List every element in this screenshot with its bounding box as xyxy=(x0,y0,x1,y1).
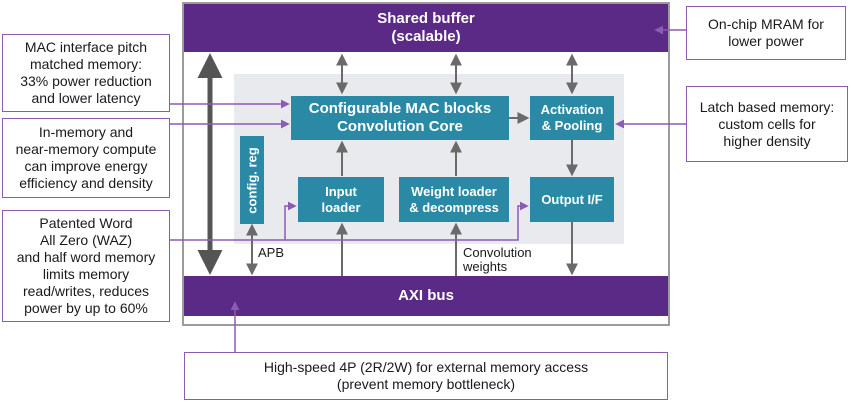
callout-latch-line: custom cells for xyxy=(718,115,816,132)
shared-buffer-subtitle: (scalable) xyxy=(391,28,461,45)
callout-waz-line: read/writes, reduces xyxy=(22,283,150,299)
conv-weights-label-1: Convolution xyxy=(463,245,532,260)
axi-bus-block: AXI bus xyxy=(184,276,668,316)
output-if-label: Output I/F xyxy=(541,192,603,207)
callout-high-speed: High-speed 4P (2R/2W) for external memor… xyxy=(184,352,668,400)
mac-blocks-title: Configurable MAC blocks xyxy=(308,100,492,117)
weight-loader-title: Weight loader xyxy=(411,183,497,199)
connector-waz-input xyxy=(170,201,297,241)
callout-mac-interface-line: matched memory: xyxy=(29,56,143,72)
callout-high-speed-line: High-speed 4P (2R/2W) for external memor… xyxy=(263,359,589,375)
callout-in-memory: In-memory and near-memory compute can im… xyxy=(2,118,170,198)
input-loader-subtitle: loader xyxy=(321,199,361,215)
callout-mram-line: On-chip MRAM for xyxy=(708,16,824,32)
connector-waz-output xyxy=(285,201,529,241)
callout-in-memory-line: near-memory compute xyxy=(15,141,157,157)
callout-mac-interface: MAC interface pitch matched memory: 33% … xyxy=(2,34,170,112)
callout-waz-line: power by up to 60% xyxy=(24,300,148,316)
callout-high-speed-line: (prevent memory bottleneck) xyxy=(336,376,516,392)
callout-waz: Patented Word All Zero (WAZ) and half wo… xyxy=(2,210,170,322)
axi-bus-label: AXI bus xyxy=(398,287,454,304)
callout-mac-interface-line: 33% power reduction xyxy=(20,73,152,89)
callout-in-memory-line: can improve energy xyxy=(24,158,148,174)
callout-latch: Latch based memory: custom cells for hig… xyxy=(686,86,848,162)
weight-loader-block: Weight loader & decompress xyxy=(399,177,509,222)
callout-latch-line: Latch based memory: xyxy=(699,98,835,115)
callout-in-memory-line: efficiency and density xyxy=(19,175,153,191)
mac-blocks: Configurable MAC blocks Convolution Core xyxy=(291,96,509,140)
conv-weights-label-2: weights xyxy=(463,259,508,274)
activation-title: Activation xyxy=(540,102,604,117)
activation-pooling-block: Activation & Pooling xyxy=(530,96,614,140)
callout-waz-line: All Zero (WAZ) xyxy=(39,232,133,248)
shared-buffer-title: Shared buffer xyxy=(377,10,475,27)
activation-subtitle: & Pooling xyxy=(541,118,603,133)
callout-mram: On-chip MRAM for lower power xyxy=(686,6,846,60)
apb-label: APB xyxy=(258,245,285,260)
mac-blocks-subtitle: Convolution Core xyxy=(337,118,463,135)
callout-mac-interface-line: MAC interface pitch xyxy=(24,39,148,55)
config-reg-block: config. reg xyxy=(240,136,264,224)
shared-buffer-block: Shared buffer (scalable) xyxy=(184,4,668,52)
callout-mram-line: lower power xyxy=(728,33,804,49)
callout-waz-line: limits memory xyxy=(42,266,130,282)
callout-waz-line: Patented Word xyxy=(39,215,133,231)
weight-loader-subtitle: & decompress xyxy=(409,199,499,215)
callout-waz-line: and half word memory xyxy=(16,249,156,265)
callout-mac-interface-line: and lower latency xyxy=(31,90,141,106)
input-loader-title: Input xyxy=(325,183,357,199)
callout-in-memory-line: In-memory and xyxy=(38,124,134,140)
callout-latch-line: higher density xyxy=(723,132,811,149)
input-loader-block: Input loader xyxy=(298,177,384,222)
output-if-block: Output I/F xyxy=(530,177,614,222)
